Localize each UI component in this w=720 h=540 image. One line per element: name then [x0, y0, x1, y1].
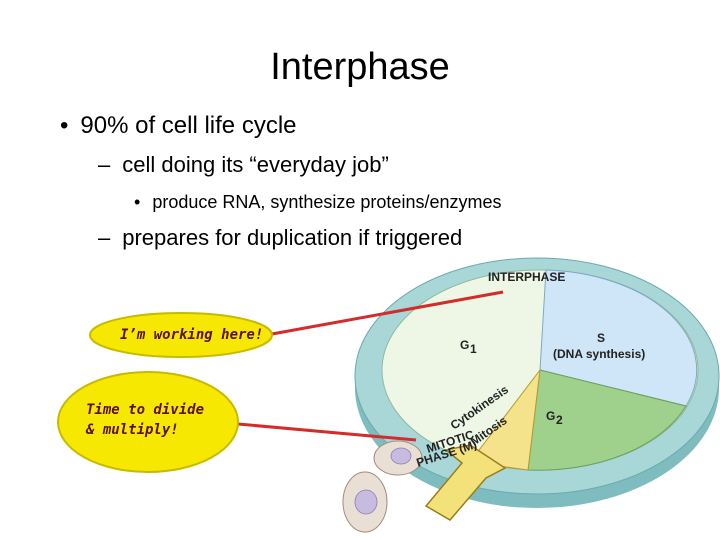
- bullet-text: 90% of cell life cycle: [80, 112, 297, 139]
- cell-nucleus: [390, 447, 412, 465]
- working-callout: [89, 312, 273, 358]
- bullet-marker: •: [60, 112, 69, 139]
- cell-nucleus: [354, 489, 378, 515]
- bullet-level2: –cell doing its “everyday job”: [98, 152, 389, 178]
- divide-callout-line2: & multiply!: [85, 422, 179, 438]
- bullet-level1: • 90% of cell life cycle: [60, 112, 297, 140]
- g1-label: G: [460, 338, 469, 352]
- s-description: (DNA synthesis): [553, 347, 645, 361]
- bullet-text: prepares for duplication if triggered: [122, 225, 463, 250]
- s-sector: [539, 269, 698, 407]
- dash-marker: –: [98, 225, 111, 250]
- g1-subscript: 1: [470, 342, 477, 356]
- working-pointer: [271, 290, 504, 336]
- dash-marker: –: [98, 152, 111, 177]
- bullet-level3: • produce RNA, synthesize proteins/enzyme…: [134, 192, 501, 213]
- divide-callout: [57, 371, 239, 473]
- slide-title: Interphase: [270, 46, 450, 88]
- bullet-text: cell doing its “everyday job”: [122, 152, 389, 177]
- exit-arrow: [424, 444, 507, 521]
- g2-subscript: 2: [556, 413, 563, 427]
- interphase-label: INTERPHASE: [488, 270, 565, 284]
- g2-sector: [527, 369, 687, 471]
- working-callout-text: I’m working here!: [120, 327, 263, 343]
- bullet-level2: –prepares for duplication if triggered: [98, 225, 462, 251]
- divide-callout-line1: Time to divide: [86, 402, 204, 418]
- g2-label: G: [546, 409, 555, 423]
- bullet-text: produce RNA, synthesize proteins/enzymes: [152, 192, 502, 212]
- bullet-marker: •: [134, 192, 141, 212]
- s-label: S: [597, 331, 605, 345]
- divide-pointer: [237, 422, 417, 442]
